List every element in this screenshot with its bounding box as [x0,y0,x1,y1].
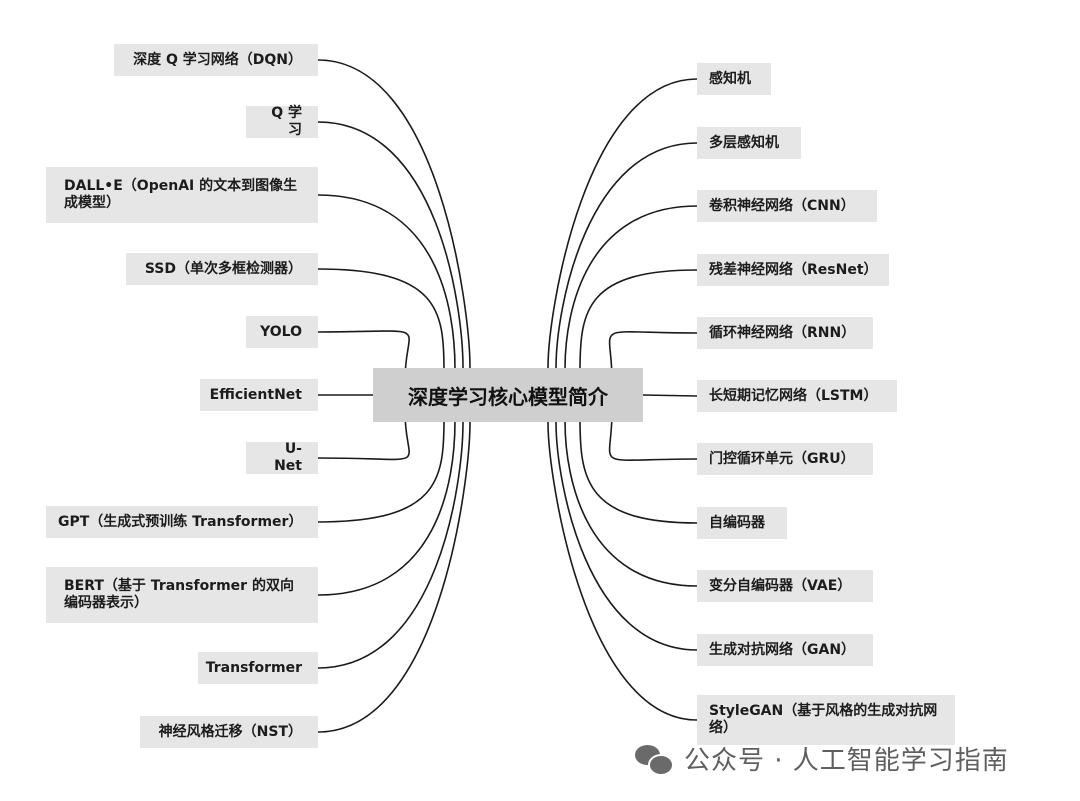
right-branch-node: 生成对抗网络（GAN） [697,634,873,666]
right-branch-node: 门控循环单元（GRU） [697,443,873,475]
right-connector-curve [555,421,698,651]
left-branch-node: Transformer [198,652,318,684]
left-connector-curve [317,411,410,461]
right-connector-curve [579,419,698,524]
left-connector-curve [317,419,445,523]
central-topic-label: 深度学习核心模型简介 [408,384,608,409]
left-branch-node: EfficientNet [200,379,318,411]
left-branch-label: EfficientNet [209,386,302,403]
right-connector-curve [555,142,698,369]
left-connector-curve [317,420,456,596]
left-branch-node: 深度 Q 学习网络（DQN） [114,44,318,76]
right-branch-node: 循环神经网络（RNN） [697,317,873,349]
left-branch-label: 神经风格迁移（NST） [158,723,302,740]
left-connector-curve [317,268,445,371]
left-branch-label: U-Net [274,441,302,474]
right-branch-node: 自编码器 [697,507,787,539]
right-branch-label: 卷积神经网络（CNN） [709,197,855,214]
right-branch-node: 感知机 [697,63,771,95]
right-connector-curve [547,421,698,721]
wechat-icon [634,742,674,776]
right-branch-label: 残差神经网络（ResNet） [709,261,878,278]
left-branch-label: YOLO [260,323,302,340]
left-branch-label: SSD（单次多框检测器） [144,260,302,277]
left-branch-node: 神经风格迁移（NST） [140,716,318,748]
left-branch-node: BERT（基于 Transformer 的双向编码器表示） [46,567,318,623]
right-connector-curve [608,331,698,381]
left-branch-label: Q 学习 [271,105,302,138]
left-branch-label: 深度 Q 学习网络（DQN） [133,51,302,68]
right-branch-label: 感知机 [709,70,751,87]
left-branch-label: DALL•E（OpenAI 的文本到图像生成模型） [64,178,298,211]
right-branch-label: 循环神经网络（RNN） [709,324,856,341]
right-branch-label: 变分自编码器（VAE） [709,577,852,594]
right-branch-node: 多层感知机 [697,127,801,159]
right-branch-label: StyleGAN（基于风格的生成对抗网络） [709,703,938,736]
left-branch-node: U-Net [246,441,318,474]
right-connector-curve [608,411,698,461]
right-branch-node: StyleGAN（基于风格的生成对抗网络） [697,695,955,745]
right-branch-node: 残差神经网络（ResNet） [697,254,889,286]
right-connector-curve [579,269,698,371]
left-branch-node: Q 学习 [246,105,318,138]
left-branch-label: BERT（基于 Transformer 的双向编码器表示） [64,578,294,611]
right-branch-label: 长短期记忆网络（LSTM） [709,387,878,404]
left-connector-curve [317,59,471,369]
right-branch-label: 自编码器 [709,514,765,531]
central-topic: 深度学习核心模型简介 [373,368,643,422]
left-connector-curve [317,121,464,369]
watermark-text: 公众号 · 人工智能学习指南 [684,745,1009,776]
left-connector-curve [317,330,410,381]
left-branch-label: GPT（生成式预训练 Transformer） [58,513,303,530]
right-branch-node: 长短期记忆网络（LSTM） [697,380,897,412]
left-connector-curve [317,421,471,733]
left-branch-node: DALL•E（OpenAI 的文本到图像生成模型） [46,167,318,223]
right-connector-curve [564,205,698,370]
right-branch-label: 多层感知机 [709,134,779,151]
left-connector-curve [317,194,456,370]
left-connector-curve [317,421,464,669]
right-branch-label: 生成对抗网络（GAN） [709,641,856,658]
right-branch-node: 卷积神经网络（CNN） [697,190,877,222]
left-branch-node: YOLO [246,316,318,348]
watermark: 公众号 · 人工智能学习指南 [634,738,1009,778]
right-branch-node: 变分自编码器（VAE） [697,570,873,602]
right-connector-curve [642,394,698,397]
left-branch-node: SSD（单次多框检测器） [126,253,318,285]
right-connector-curve [547,78,698,369]
left-branch-node: GPT（生成式预训练 Transformer） [46,506,318,538]
left-branch-label: Transformer [205,659,302,676]
right-branch-label: 门控循环单元（GRU） [709,450,855,467]
right-connector-curve [564,420,698,587]
